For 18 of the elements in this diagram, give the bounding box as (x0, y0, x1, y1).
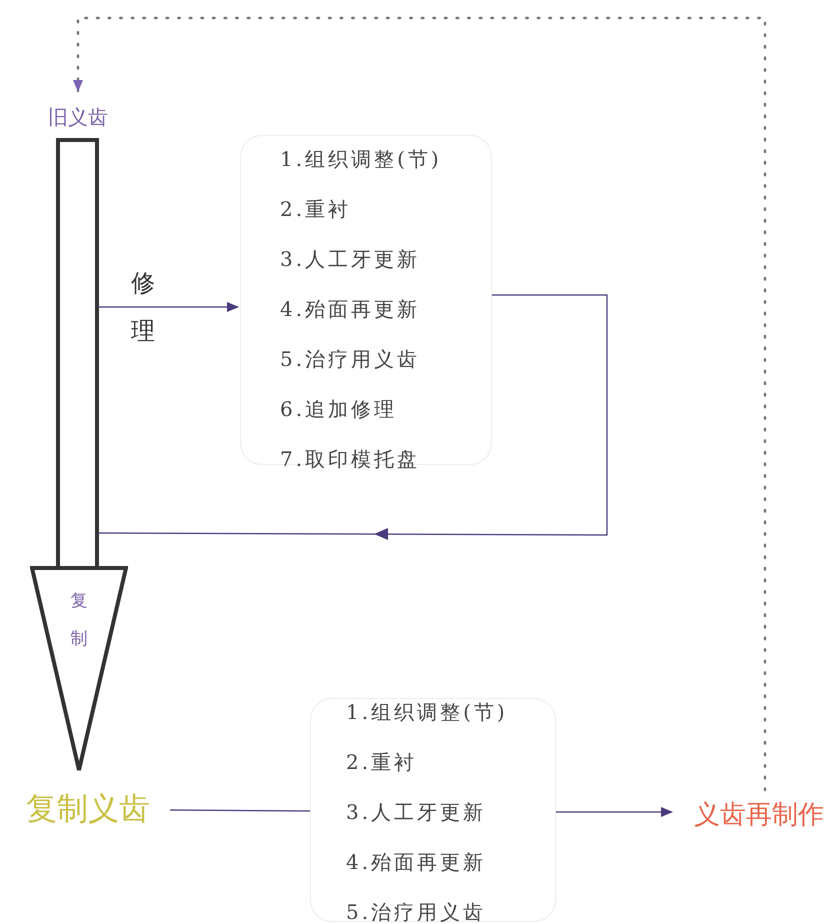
list-item: 3.人工牙更新 (346, 802, 486, 822)
list-item: 4.殆面再更新 (346, 852, 486, 872)
list-item: 7.取印模托盘 (280, 449, 420, 469)
list-item: 1.组织调整(节) (346, 702, 508, 722)
arrowhead-triangle (30, 566, 128, 772)
list-item: 1.组织调整(节) (280, 149, 442, 169)
list-item: 5.治疗用义齿 (346, 902, 486, 922)
list-item: 2.重衬 (280, 199, 352, 219)
list-item: 6.追加修理 (280, 399, 398, 419)
node-text: 复制 (70, 590, 88, 651)
list-item: 4.殆面再更新 (280, 299, 420, 319)
list-item: 3.人工牙更新 (280, 249, 420, 269)
list-item: 5.治疗用义齿 (280, 349, 420, 369)
edge-label: 修理 (131, 268, 155, 347)
list-item: 2.重衬 (346, 752, 418, 772)
result-label: 义齿再制作 (683, 800, 835, 830)
duplicate-label: 复制义齿 (8, 792, 168, 826)
start-label: 旧义齿 (38, 105, 118, 129)
